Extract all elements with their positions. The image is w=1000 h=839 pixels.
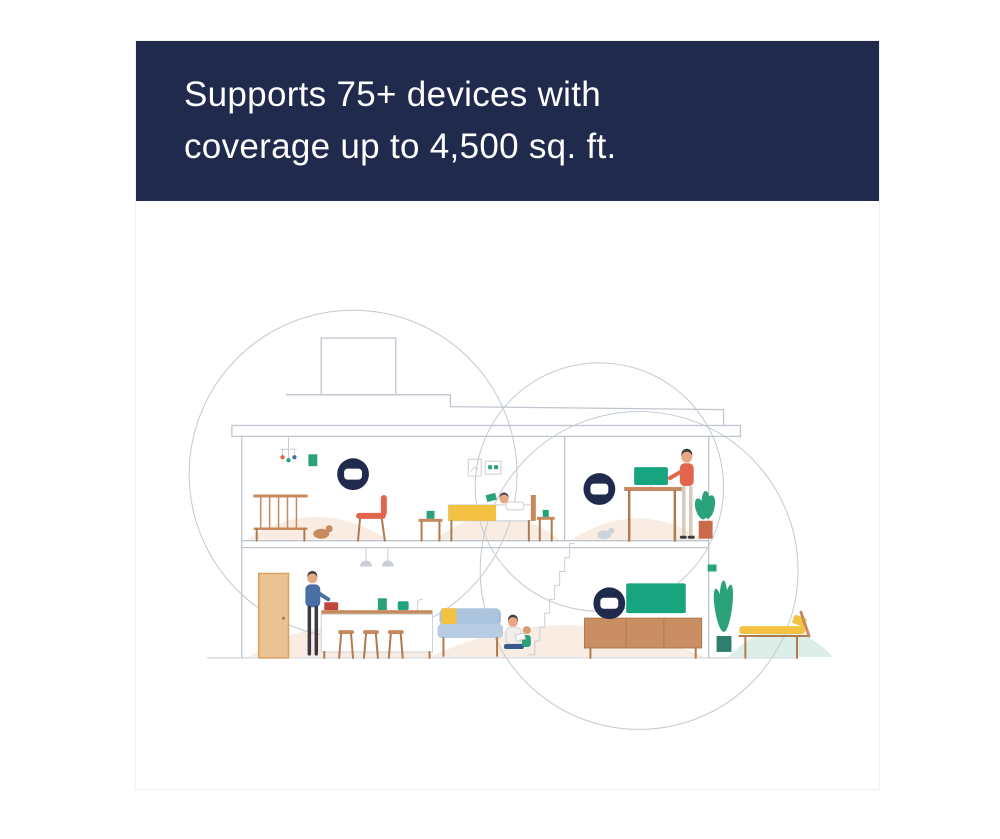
baby-mobile	[280, 436, 297, 463]
bar-stools	[338, 630, 404, 659]
wifi-router-icon	[583, 473, 616, 505]
headboard	[530, 494, 536, 521]
tv-screen	[626, 583, 686, 614]
headline-text: Supports 75+ devices with coverage up to…	[184, 69, 617, 174]
media-console	[583, 617, 703, 659]
coverage-circle	[479, 411, 799, 730]
standing-desk	[624, 467, 682, 542]
chimney	[320, 337, 397, 396]
book	[514, 632, 526, 642]
monitor	[634, 467, 668, 486]
pet-cat	[597, 527, 615, 540]
book	[485, 492, 497, 503]
wifi-router-icon	[337, 458, 369, 491]
person-cooking	[305, 570, 331, 656]
people-reading-on-floor	[504, 614, 531, 649]
media-area	[583, 583, 703, 659]
staircase	[528, 543, 576, 656]
kettle	[397, 601, 409, 611]
armchair	[356, 494, 387, 542]
product-image-card: Supports 75+ devices with coverage up to…	[135, 40, 880, 790]
wall-frames	[467, 458, 502, 477]
kitchen	[257, 548, 434, 659]
cooking-pot	[324, 602, 339, 611]
bedroom	[418, 458, 555, 542]
headline-line-1: Supports 75+ devices with	[184, 74, 602, 114]
pet-dog	[313, 525, 333, 539]
potted-plant	[694, 491, 716, 539]
lounge-chair	[738, 610, 811, 659]
faucet	[417, 598, 424, 611]
sofa	[437, 608, 504, 657]
door	[257, 572, 290, 659]
nightstand	[536, 509, 555, 542]
side-table-left	[418, 510, 443, 542]
roofline	[285, 394, 725, 427]
wifi-router-icon	[593, 587, 626, 620]
eave-slab	[231, 424, 742, 438]
office	[597, 448, 716, 542]
wall-art	[308, 454, 318, 467]
person-head	[499, 494, 509, 504]
canister	[377, 598, 387, 611]
bed-with-person-reading	[447, 492, 536, 542]
outdoor-area	[707, 564, 811, 659]
person-standing	[667, 448, 695, 539]
pendant-lights	[360, 548, 394, 567]
crib	[253, 494, 308, 542]
tall-plant	[713, 580, 734, 652]
living-room	[437, 608, 531, 657]
house-structure	[206, 337, 799, 659]
wall-planter	[707, 564, 717, 572]
headline-banner: Supports 75+ devices with coverage up to…	[136, 41, 879, 201]
house-illustration	[136, 201, 879, 787]
headline-line-2: coverage up to 4,500 sq. ft.	[184, 127, 617, 166]
nursery	[253, 436, 387, 542]
